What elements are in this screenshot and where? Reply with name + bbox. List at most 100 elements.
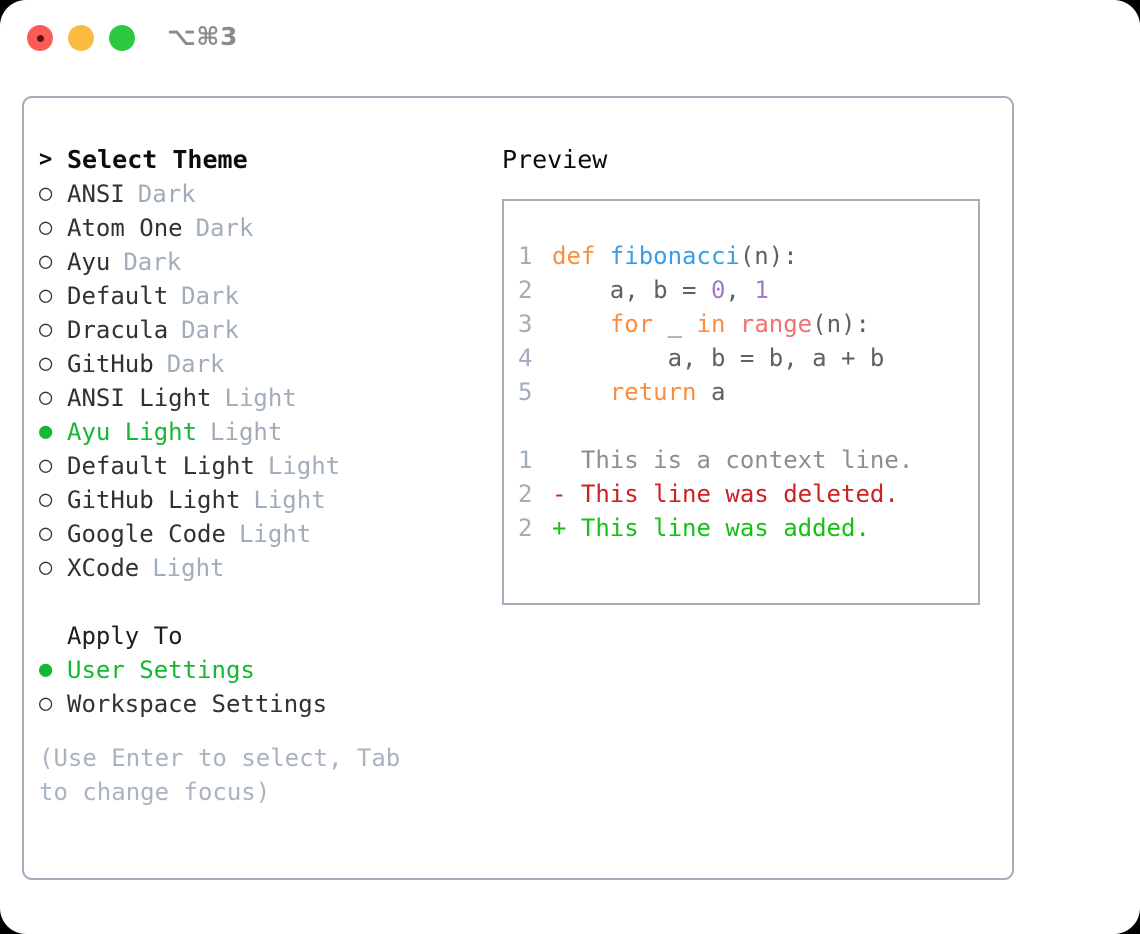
theme-item-label: Ayu: [67, 248, 111, 276]
keyboard-shortcut-label: ⌥⌘3: [167, 22, 238, 51]
radio-selected-icon[interactable]: ●: [39, 419, 53, 444]
theme-item-badge: Light: [152, 554, 225, 582]
diff-sign: -: [552, 480, 581, 508]
radio-unselected-icon[interactable]: ○: [39, 521, 53, 546]
titlebar: ⌥⌘3: [0, 0, 1140, 78]
theme-item-label: Dracula: [67, 316, 169, 344]
theme-item-ansi-light[interactable]: ○ ANSI Light Light: [39, 381, 479, 415]
theme-item-badge: Dark: [181, 282, 239, 310]
theme-item-google-code[interactable]: ○ Google Code Light: [39, 517, 479, 551]
theme-item-ansi[interactable]: ○ ANSI Dark: [39, 177, 479, 211]
theme-item-default[interactable]: ○ Default Dark: [39, 279, 479, 313]
apply-to-user-settings[interactable]: ● User Settings: [39, 653, 479, 687]
code-line: 5 return a: [518, 375, 913, 409]
diff-text: This is a context line.: [580, 446, 914, 474]
radio-unselected-icon[interactable]: ○: [39, 487, 53, 512]
code-token-text: a, b =: [552, 276, 711, 304]
code-token-text: a, b = b, a + b: [552, 344, 885, 372]
theme-item-badge: Dark: [123, 248, 182, 276]
code-line: 2 a, b = 0 , 1: [518, 273, 913, 307]
line-number: 1: [518, 242, 533, 270]
code-blank-line: [518, 409, 913, 443]
minimize-window-icon[interactable]: [68, 25, 94, 51]
code-token-keyword: in: [696, 310, 726, 338]
radio-selected-icon[interactable]: ●: [39, 657, 53, 682]
code-token-text: [552, 307, 610, 341]
code-token-number: 0: [710, 276, 726, 304]
diff-text: This line was added.: [580, 514, 870, 542]
theme-item-dracula[interactable]: ○ Dracula Dark: [39, 313, 479, 347]
line-number: 2: [518, 514, 533, 542]
close-window-icon[interactable]: [27, 25, 53, 51]
radio-unselected-icon[interactable]: ○: [39, 181, 53, 206]
apply-to-workspace-settings[interactable]: ○ Workspace Settings: [39, 687, 479, 721]
preview-box: 1 def fibonacci (n): 2 a, b = 0 , 1: [502, 199, 980, 605]
zoom-window-icon[interactable]: [109, 25, 135, 51]
code-token-punct: (n):: [739, 242, 798, 270]
apply-to-option-label: User Settings: [67, 656, 255, 684]
theme-item-label: GitHub: [67, 350, 154, 378]
theme-item-ayu[interactable]: ○ Ayu Dark: [39, 245, 479, 279]
theme-item-badge: Light: [210, 418, 283, 446]
radio-unselected-icon[interactable]: ○: [39, 283, 53, 308]
apply-to-heading-label: Apply To: [67, 622, 183, 650]
code-token-number: 1: [754, 276, 769, 304]
radio-unselected-icon[interactable]: ○: [39, 317, 53, 342]
code-token-keyword: def: [552, 242, 610, 270]
preview-title: Preview: [502, 145, 608, 174]
diff-line-context: 1 This is a context line.: [518, 443, 913, 477]
card-columns: > Select Theme ○ ANSI Dark ○ Atom One Da…: [24, 98, 1012, 878]
radio-unselected-icon[interactable]: ○: [39, 555, 53, 580]
theme-item-badge: Dark: [181, 316, 239, 344]
theme-item-xcode[interactable]: ○ XCode Light: [39, 551, 479, 585]
theme-item-label: Atom One: [67, 214, 183, 242]
theme-item-label: ANSI: [67, 180, 125, 208]
code-line: 4 a, b = b, a + b: [518, 341, 913, 375]
radio-unselected-icon[interactable]: ○: [39, 691, 53, 716]
theme-item-label: Default Light: [67, 452, 255, 480]
theme-item-badge: Dark: [137, 180, 196, 208]
code-line: 3 for _ in range (n):: [518, 307, 913, 341]
diff-sign: +: [552, 514, 581, 542]
diff-line-deleted: 2 - This line was deleted.: [518, 477, 913, 511]
line-number: 4: [518, 344, 533, 372]
select-theme-heading-label: Select Theme: [67, 145, 248, 174]
radio-unselected-icon[interactable]: ○: [39, 249, 53, 274]
radio-unselected-icon[interactable]: ○: [39, 385, 53, 410]
apply-to-option-label: Workspace Settings: [67, 690, 328, 718]
traffic-lights: [27, 25, 135, 51]
code-token-function: fibonacci: [609, 242, 740, 270]
theme-item-label: GitHub Light: [67, 486, 241, 514]
diff-text: This line was deleted.: [580, 480, 899, 508]
theme-item-ayu-light[interactable]: ● Ayu Light Light: [39, 415, 479, 449]
code-token-keyword: for: [609, 310, 654, 338]
diff-line-added: 2 + This line was added.: [518, 511, 913, 545]
code-token-text: ,: [725, 276, 755, 304]
theme-item-label: Google Code: [67, 520, 226, 548]
line-number: 2: [518, 480, 533, 508]
preview-column: Preview 1 def fibonacci (n): 2 a, b =: [502, 143, 1002, 605]
code-token-text: [725, 307, 739, 341]
list-spacer: [39, 585, 479, 619]
code-token-keyword: return: [609, 378, 697, 406]
theme-item-badge: Light: [224, 384, 297, 412]
line-number: 1: [518, 446, 533, 474]
radio-unselected-icon[interactable]: ○: [39, 453, 53, 478]
theme-picker-card: > Select Theme ○ ANSI Dark ○ Atom One Da…: [22, 96, 1014, 880]
code-token-text: a: [696, 378, 726, 406]
line-number: 3: [518, 310, 533, 338]
line-number: 5: [518, 378, 533, 406]
radio-unselected-icon[interactable]: ○: [39, 351, 53, 376]
theme-item-github[interactable]: ○ GitHub Dark: [39, 347, 479, 381]
theme-item-label: XCode: [67, 554, 140, 582]
theme-item-default-light[interactable]: ○ Default Light Light: [39, 449, 479, 483]
theme-item-label: Default: [67, 282, 169, 310]
theme-item-badge: Light: [267, 452, 341, 480]
select-theme-heading: > Select Theme: [39, 143, 479, 177]
code-token-punct: (n):: [812, 310, 870, 338]
theme-item-github-light[interactable]: ○ GitHub Light Light: [39, 483, 479, 517]
line-number: 2: [518, 276, 533, 304]
theme-item-atom-one[interactable]: ○ Atom One Dark: [39, 211, 479, 245]
radio-unselected-icon[interactable]: ○: [39, 215, 53, 240]
